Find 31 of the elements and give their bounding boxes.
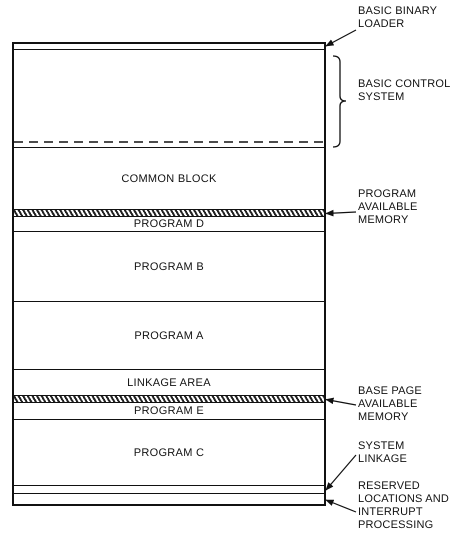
leader-arrow xyxy=(325,454,356,491)
block-label: PROGRAM E xyxy=(134,405,204,417)
memory-block xyxy=(12,148,326,210)
block-label: PROGRAM B xyxy=(134,260,204,272)
memory-band xyxy=(12,494,326,506)
leader-arrow xyxy=(325,398,356,406)
memory-block xyxy=(12,370,326,396)
leader-arrow xyxy=(325,499,356,513)
hatched-band xyxy=(12,210,326,217)
block-label: PROGRAM A xyxy=(134,330,204,342)
block-label: PROGRAM D xyxy=(134,218,204,230)
callout-text: BASE PAGE AVAILABLE MEMORY xyxy=(358,385,454,424)
callout-text: PROGRAM AVAILABLE MEMORY xyxy=(358,188,454,227)
leader-arrow xyxy=(325,29,356,47)
memory-block xyxy=(12,420,326,486)
memory-block xyxy=(12,403,326,420)
block-label: PROGRAM C xyxy=(134,446,204,458)
callout-text: BASIC CONTROL SYSTEM xyxy=(358,78,452,104)
memory-region xyxy=(12,50,326,148)
callout-text: BASIC BINARY LOADER xyxy=(358,5,454,31)
memory-band xyxy=(12,486,326,494)
hatched-band xyxy=(12,396,326,403)
block-label: LINKAGE AREA xyxy=(127,376,211,388)
memory-block xyxy=(12,302,326,370)
memory-block xyxy=(12,232,326,302)
memory-block xyxy=(12,217,326,232)
memory-band xyxy=(12,42,326,50)
callout-text: RESERVED LOCATIONS AND INTERRUPT PROCESSING xyxy=(358,480,454,532)
leader-arrow xyxy=(325,210,356,216)
callout-text: SYSTEM LINKAGE xyxy=(358,440,454,466)
block-label: COMMON BLOCK xyxy=(121,172,217,184)
